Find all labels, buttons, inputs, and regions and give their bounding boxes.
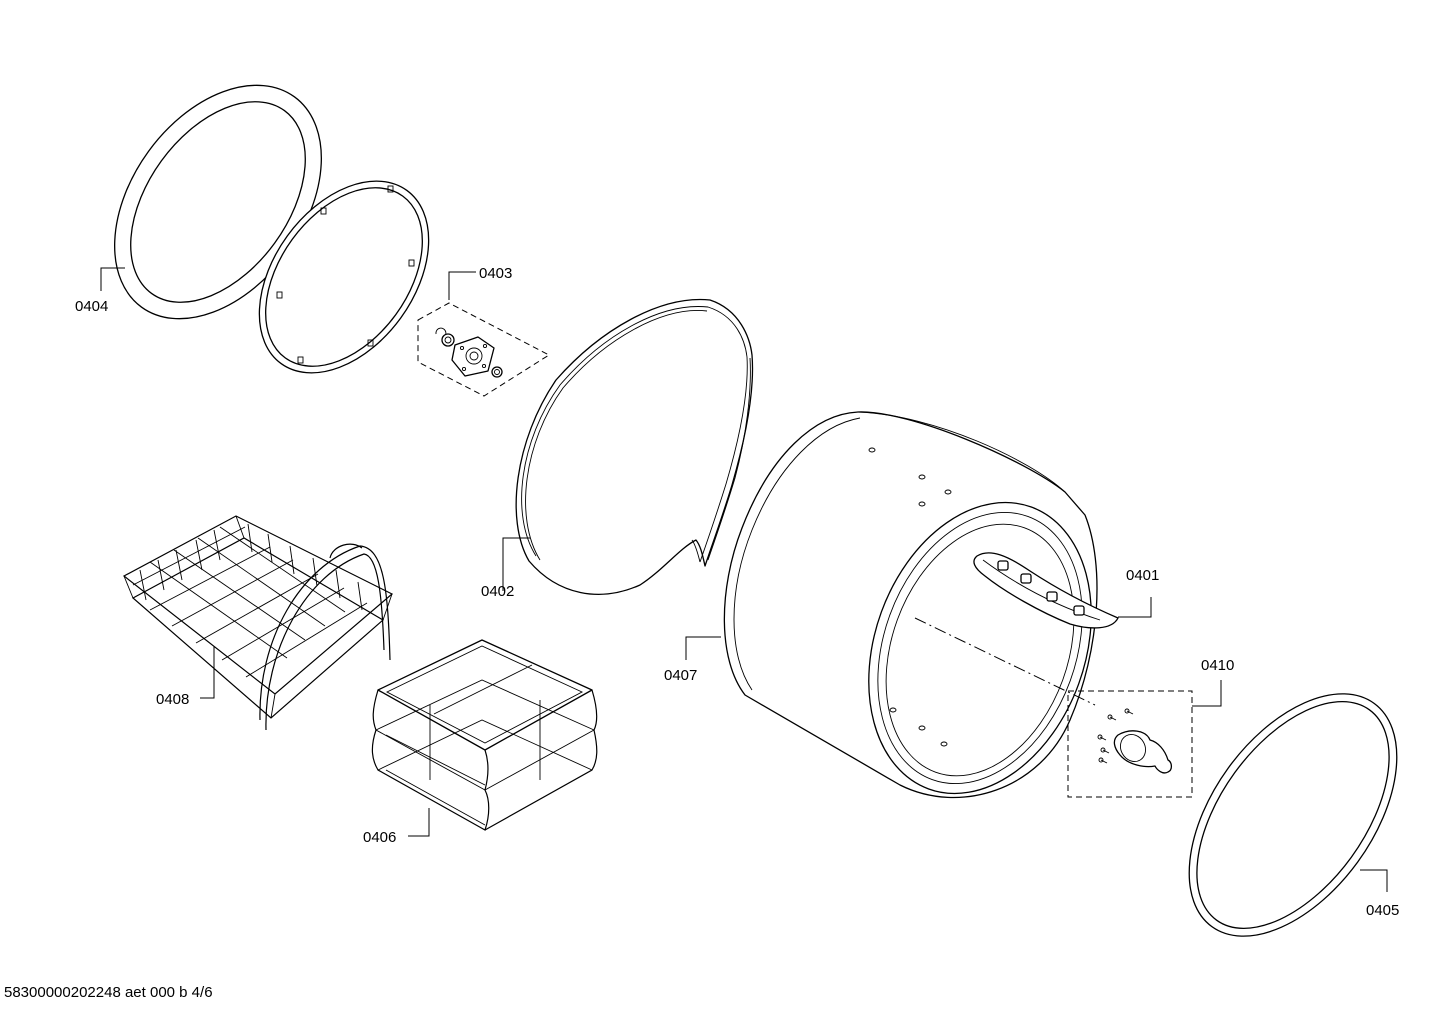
part-0401-drum-baffle (973, 552, 1119, 629)
part-0408-drying-rack (122, 515, 394, 731)
label-0401: 0401 (1126, 567, 1159, 584)
retaining-ring (258, 180, 430, 374)
label-0407: 0407 (664, 667, 697, 684)
part-0404-front-seal-ring (114, 84, 322, 320)
label-0408: 0408 (156, 691, 189, 708)
part-0402-drum-seal (515, 298, 754, 595)
leader-lines (100, 267, 1388, 892)
label-0410: 0410 (1201, 657, 1234, 674)
label-0403: 0403 (479, 265, 512, 282)
label-0404: 0404 (75, 298, 108, 315)
part-0410-axle-kit (1067, 690, 1193, 798)
document-id: 58300000202248 aet 000 b 4/6 (4, 984, 213, 1001)
label-0402: 0402 (481, 583, 514, 600)
label-0406: 0406 (363, 829, 396, 846)
part-0405-rear-seal-ring (1188, 693, 1398, 937)
part-0406-shoe-insert (371, 639, 598, 831)
label-0405: 0405 (1366, 902, 1399, 919)
part-0403-bearing-kit (417, 302, 551, 397)
